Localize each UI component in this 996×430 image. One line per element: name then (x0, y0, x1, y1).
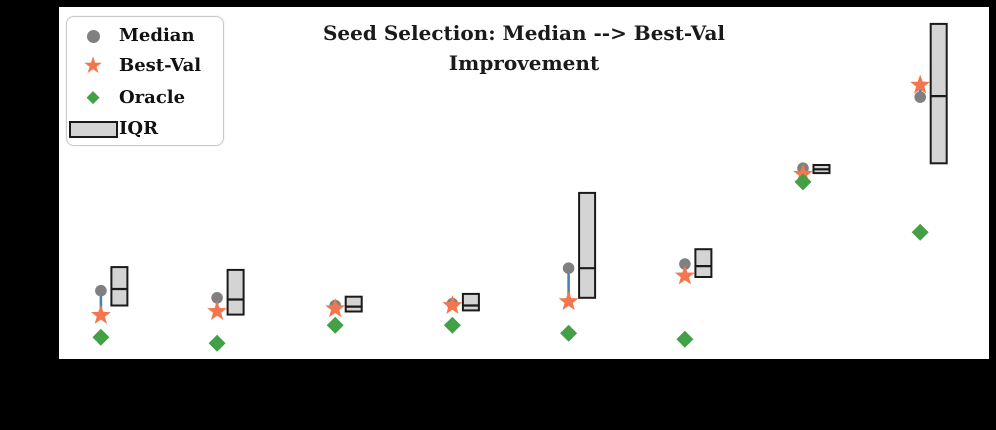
legend-label-median: Median (119, 25, 195, 46)
best-val-marker-group-3 (325, 298, 346, 318)
median-marker-group-6 (679, 258, 691, 270)
best-val-marker-group-2 (207, 300, 228, 320)
best-val-marker-group-1 (90, 304, 111, 324)
legend-item-best-val: ★ Best-Val (67, 51, 223, 81)
oracle-marker-group-5 (560, 324, 578, 342)
iqr-box-group-8 (929, 22, 948, 165)
oracle-marker-group-3 (326, 316, 344, 334)
iqr-box-group-2 (226, 268, 245, 316)
legend: Median ★ Best-Val ◆ Oracle IQR (66, 16, 224, 146)
chart-canvas (90, 22, 948, 352)
legend-item-iqr: IQR (67, 114, 223, 144)
legend-item-oracle: ◆ Oracle (67, 81, 223, 114)
best-val-marker-group-8 (910, 74, 931, 94)
legend-label-oracle: Oracle (119, 86, 186, 108)
iqr-box-group-1 (110, 266, 129, 307)
legend-label-iqr: IQR (119, 118, 159, 139)
iqr-box-group-3 (344, 295, 363, 313)
best-val-marker-group-7 (793, 163, 813, 183)
best-val-marker-group-5 (558, 291, 579, 311)
median-marker-group-1 (95, 284, 107, 297)
iqr-box-group-6 (694, 248, 713, 278)
oracle-marker-group-8 (911, 223, 929, 241)
best-val-star-icon: ★ (82, 52, 104, 79)
oracle-marker-group-2 (208, 334, 226, 352)
plot-area: Seed Selection: Median --> Best-Val Impr… (57, 5, 991, 361)
median-marker-group-2 (211, 292, 223, 304)
best-val-marker-group-4 (442, 295, 463, 314)
legend-item-median: Median (67, 21, 223, 51)
oracle-marker-group-4 (443, 316, 461, 334)
iqr-box-group-4 (461, 292, 480, 312)
iqr-box-icon (67, 120, 119, 138)
oracle-marker-group-7 (794, 173, 812, 191)
iqr-box-group-5 (578, 191, 597, 299)
oracle-diamond-icon: ◆ (86, 87, 100, 107)
legend-label-best-val: Best-Val (119, 55, 202, 76)
oracle-marker-group-6 (676, 330, 694, 348)
oracle-marker-group-1 (92, 328, 110, 346)
best-val-marker-group-6 (674, 265, 695, 285)
median-marker-group-5 (562, 262, 575, 274)
median-circle-icon (67, 29, 119, 43)
median-marker-group-8 (914, 91, 926, 103)
